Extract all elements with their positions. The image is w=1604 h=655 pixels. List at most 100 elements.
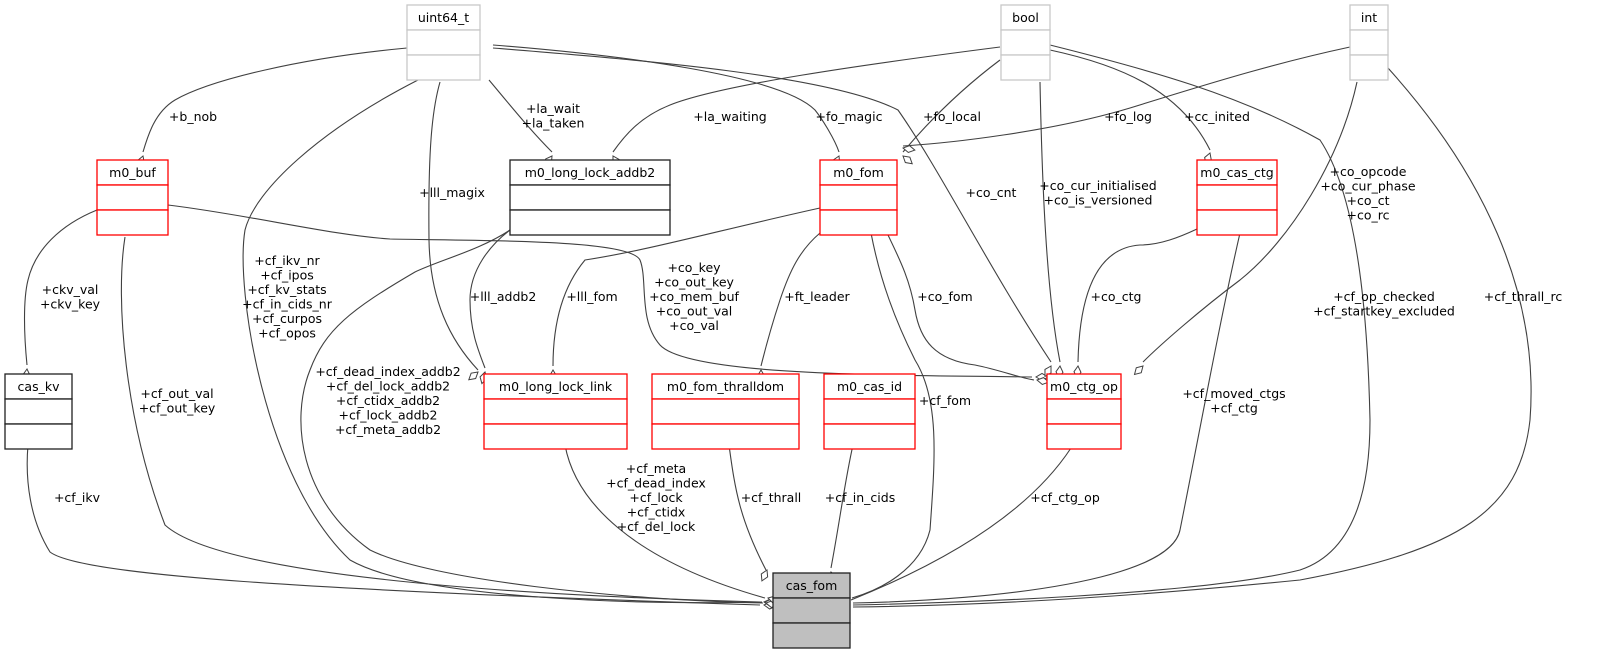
class-name-compartment	[483, 373, 628, 400]
edge-line	[612, 46, 1001, 153]
class-name: cas_fom	[786, 578, 838, 593]
edge-line	[902, 46, 1351, 147]
attributes-compartment	[1000, 29, 1051, 56]
member-label: +cf_out_key	[139, 401, 216, 416]
methods-compartment	[509, 209, 671, 236]
class-node-m0-long-lock-link[interactable]: m0_long_lock_link	[483, 373, 628, 450]
class-name: int	[1361, 10, 1377, 25]
edge-label: +cf_thrall	[741, 490, 802, 505]
edge-label: +cf_thrall_rc	[1484, 289, 1563, 304]
attributes-compartment	[406, 29, 481, 56]
class-name-compartment	[4, 373, 73, 400]
edge-int-to-cas_fom	[836, 67, 1532, 612]
member-label: +lll_magix	[419, 185, 485, 200]
member-label: +fo_local	[923, 109, 981, 124]
class-name-compartment	[819, 159, 898, 186]
class-node-uint64-t[interactable]: uint64_t	[406, 4, 481, 81]
edge-uint64_t-to-m0_long_lock_link	[428, 81, 479, 381]
member-label: +co_ct	[1346, 193, 1389, 208]
member-label: +la_waiting	[693, 109, 766, 124]
class-node-m0-cas-ctg[interactable]: m0_cas_ctg	[1196, 159, 1278, 236]
edge-line	[851, 232, 935, 599]
edge-label: +co_fom	[917, 289, 972, 304]
member-label: +cf_meta	[626, 461, 686, 476]
class-name: m0_cas_id	[837, 379, 902, 394]
member-label: +cf_ctidx_addb2	[336, 393, 440, 408]
member-label: +cc_inited	[1184, 109, 1250, 124]
class-node-m0-fom-thralldom[interactable]: m0_fom_thralldom	[651, 373, 800, 450]
member-label: +cf_dead_index_addb2	[315, 364, 460, 379]
edge-line	[887, 234, 1035, 381]
member-label: +co_is_versioned	[1044, 193, 1153, 208]
member-label: +cf_lock_addb2	[339, 408, 438, 423]
member-label: +cf_op_checked	[1333, 289, 1435, 304]
edge-label: +co_cnt	[966, 185, 1017, 200]
class-node-m0-cas-id[interactable]: m0_cas_id	[823, 373, 916, 450]
edge-line	[242, 79, 763, 604]
member-label: +cf_kv_stats	[247, 282, 326, 297]
edge-label: +fo_local	[923, 109, 981, 124]
edge-label: +lll_fom	[566, 289, 617, 304]
edge-bool-to-cas_fom	[836, 44, 1371, 610]
methods-compartment	[1349, 54, 1389, 81]
member-label: +cf_out_val	[140, 386, 213, 401]
edge-label: +ft_leader	[784, 289, 850, 304]
class-node-int[interactable]: int	[1349, 4, 1389, 81]
member-label: +cf_ctidx	[627, 505, 686, 520]
member-label: +co_cur_phase	[1320, 179, 1415, 194]
edge-label: +cf_in_cids	[825, 490, 895, 505]
aggregation-diamond-icon	[468, 371, 479, 381]
attributes-compartment	[483, 398, 628, 425]
member-label: +cf_meta_addb2	[335, 422, 441, 437]
class-name: cas_kv	[18, 379, 61, 394]
methods-compartment	[823, 423, 916, 450]
aggregation-diamond-icon	[902, 155, 913, 165]
member-label: +cf_moved_ctgs	[1182, 386, 1285, 401]
edge-line	[1142, 81, 1358, 363]
attributes-compartment	[509, 184, 671, 211]
class-node-m0-ctg-op[interactable]: m0_ctg_op	[1046, 373, 1122, 450]
member-label: +co_cur_initialised	[1039, 178, 1156, 193]
methods-compartment	[96, 209, 169, 236]
edge-line	[23, 209, 98, 366]
class-name: m0_ctg_op	[1050, 379, 1118, 394]
class-node-cas-kv[interactable]: cas_kv	[4, 373, 73, 450]
member-label: +cf_opos	[258, 326, 316, 341]
methods-compartment	[406, 54, 481, 81]
member-label: +lll_fom	[566, 289, 617, 304]
class-name: bool	[1012, 10, 1039, 25]
class-name: m0_long_lock_addb2	[525, 165, 656, 180]
edge-line	[852, 232, 1241, 604]
edge-label: +cf_op_checked+cf_startkey_excluded	[1313, 289, 1455, 319]
member-label: +cf_in_cids_nr	[242, 297, 333, 312]
class-name: m0_fom_thralldom	[667, 379, 784, 394]
member-label: +co_rc	[1347, 208, 1390, 223]
class-node-m0-long-lock-addb2[interactable]: m0_long_lock_addb2	[509, 159, 671, 236]
edge-line	[852, 67, 1532, 608]
edge-label: +cf_ikv_nr+cf_ipos+cf_kv_stats+cf_in_cid…	[242, 253, 333, 341]
edge-line	[142, 47, 408, 153]
methods-compartment	[1196, 209, 1278, 236]
methods-compartment	[1000, 54, 1051, 81]
edge-label: +cf_ikv	[54, 490, 101, 505]
attributes-compartment	[1196, 184, 1278, 211]
attributes-compartment	[96, 184, 169, 211]
edge-label: +co_opcode+co_cur_phase+co_ct+co_rc	[1320, 164, 1415, 223]
edge-label: +cf_ctg_op	[1030, 490, 1100, 505]
class-node-m0-buf[interactable]: m0_buf	[96, 159, 169, 236]
member-label: +cf_lock	[629, 490, 683, 505]
edge-label: +co_key+co_out_key+co_mem_buf+co_out_val…	[649, 260, 739, 333]
class-name: uint64_t	[418, 10, 469, 25]
member-label: +cf_dead_index	[606, 476, 706, 491]
class-node-m0-fom[interactable]: m0_fom	[819, 159, 898, 236]
class-node-cas-fom[interactable]: cas_fom	[772, 572, 851, 649]
member-label: +ft_leader	[784, 289, 850, 304]
edge-bool-to-m0_fom	[902, 59, 1001, 165]
class-node-bool[interactable]: bool	[1000, 4, 1051, 81]
aggregation-diamond-icon	[902, 145, 916, 154]
member-label: +cf_startkey_excluded	[1313, 304, 1455, 319]
member-label: +co_ctg	[1091, 289, 1142, 304]
member-label: +lll_addb2	[470, 289, 537, 304]
edge-line	[552, 207, 821, 367]
